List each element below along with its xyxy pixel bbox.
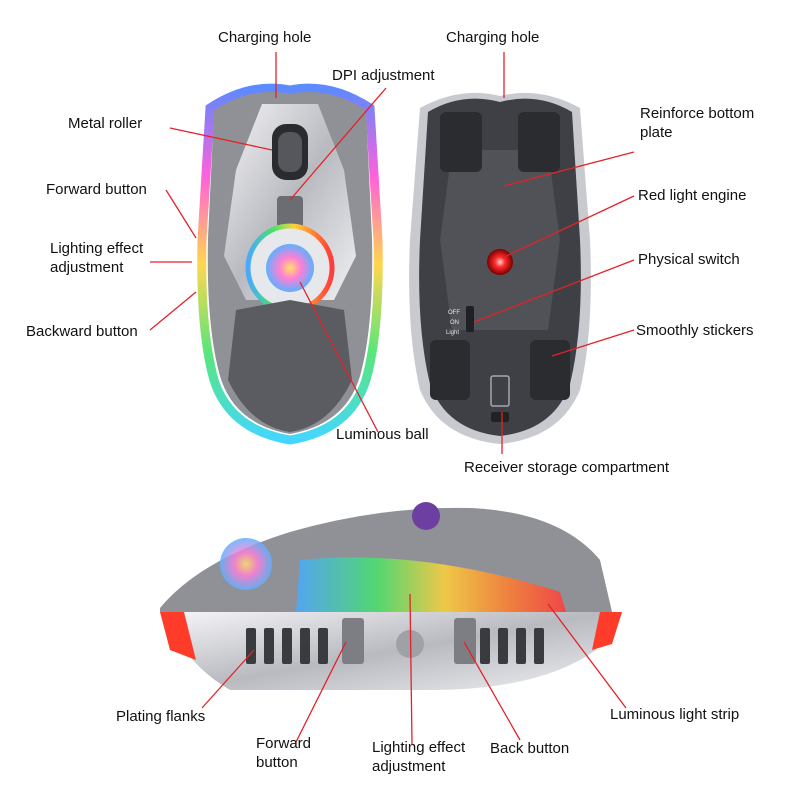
receiver-storage-label: Receiver storage compartment <box>464 459 670 476</box>
luminous-light-strip-label: Luminous light strip <box>610 706 740 723</box>
backward-button-label: Backward button <box>26 323 138 340</box>
switch-off-label: OFF <box>448 310 460 316</box>
side-lighting-effect-label: Lighting effect adjustment <box>372 739 466 775</box>
leader-lines <box>149 52 635 745</box>
bottom-view-mouse <box>409 92 591 444</box>
side-forward-button-label: Forward button <box>256 735 312 771</box>
physical-switch-label: Physical switch <box>638 251 740 268</box>
switch-on-label: ON <box>450 320 459 326</box>
top-view-mouse <box>197 83 383 445</box>
metal-roller-label: Metal roller <box>68 115 143 132</box>
reinforce-bottom-plate-label: Reinforce bottom plate <box>640 105 755 141</box>
bottom-charging-hole-label: Charging hole <box>446 29 540 46</box>
top-lighting-effect-label: Lighting effect adjustment <box>50 240 144 276</box>
plating-flanks-label: Plating flanks <box>116 708 206 725</box>
side-view-mouse <box>160 502 622 690</box>
red-light-engine-label: Red light engine <box>638 187 747 204</box>
top-charging-hole-label: Charging hole <box>218 29 312 46</box>
back-button-label: Back button <box>490 740 570 757</box>
switch-light-label: Light <box>446 330 459 336</box>
top-forward-button-label: Forward button <box>46 181 147 198</box>
smoothly-stickers-label: Smoothly stickers <box>636 322 754 339</box>
luminous-ball-label: Luminous ball <box>336 426 429 443</box>
dpi-adjustment-label: DPI adjustment <box>332 67 435 84</box>
